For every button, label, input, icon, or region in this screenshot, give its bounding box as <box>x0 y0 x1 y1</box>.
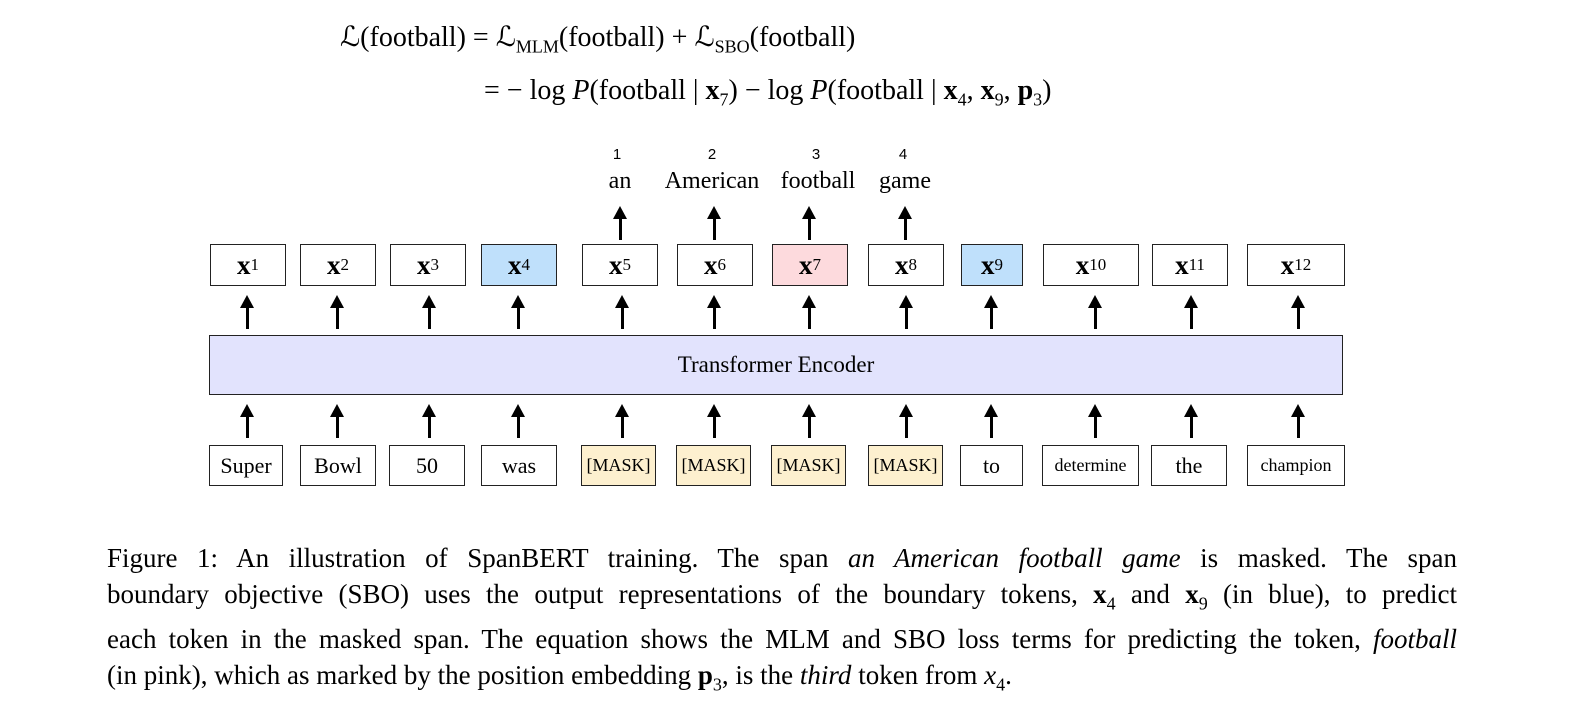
encoder-label: Transformer Encoder <box>677 352 875 377</box>
predicted-word-2: American <box>664 168 760 194</box>
mlm-subscript: MLM <box>515 36 559 57</box>
caption-line-3: each token in the masked span. The equat… <box>107 624 1457 655</box>
input-token-2: Bowl <box>300 445 376 486</box>
x4-subscript: 4 <box>957 89 967 110</box>
sbo-loss-arg: (football) <box>749 22 856 53</box>
prob-arg-2b: ) <box>1042 75 1052 106</box>
input-token-9: to <box>960 445 1023 486</box>
arrow-up-icon <box>899 404 913 438</box>
arrow-up-icon <box>707 295 721 329</box>
equals-sign: = <box>472 22 489 53</box>
arrow-up-icon <box>1088 404 1102 438</box>
input-token-12: champion <box>1247 445 1345 486</box>
input-token-1: Super <box>209 445 283 486</box>
caption-line-4: (in pink), which as marked by the positi… <box>107 660 1012 695</box>
arrow-up-icon <box>1184 404 1198 438</box>
x7-vector: x <box>705 75 720 106</box>
predicted-word-4: game <box>879 168 931 194</box>
prob-arg-1a: (football | <box>589 75 706 106</box>
arrow-up-icon <box>707 404 721 438</box>
x7-subscript: 7 <box>719 89 729 110</box>
arrow-up-icon <box>984 404 998 438</box>
input-token-10: determine <box>1042 445 1139 486</box>
sbo-loss-symbol: ℒ <box>694 22 715 53</box>
arrow-up-icon <box>422 404 436 438</box>
position-label-1: 1 <box>612 146 622 163</box>
equation-line-1: ℒ(football) = ℒMLM(football) + ℒSBO(foot… <box>340 20 855 58</box>
x9-subscript: 9 <box>994 89 1004 110</box>
equation-line-2: = − log P(football | x7) − log P(footbal… <box>484 75 1051 111</box>
input-token-11: the <box>1151 445 1227 486</box>
arrow-up-icon <box>422 295 436 329</box>
neg-log-1: − log <box>506 75 573 106</box>
figure-caption: Figure 1: An illustration of SpanBERT tr… <box>107 540 1457 703</box>
arrow-up-icon <box>984 295 998 329</box>
sbo-subscript: SBO <box>714 36 750 57</box>
prob-symbol-2: P <box>810 75 828 106</box>
arrow-up-icon <box>330 295 344 329</box>
arrow-up-icon <box>1291 404 1305 438</box>
mlm-loss-symbol: ℒ <box>495 22 516 53</box>
arrow-up-icon <box>1291 295 1305 329</box>
p3-subscript: 3 <box>1033 89 1043 110</box>
prob-arg-2a: (football | <box>827 75 944 106</box>
arrow-up-icon <box>802 404 816 438</box>
predicted-word-3: football <box>780 168 856 194</box>
comma-1: , <box>966 75 981 106</box>
x9-vector: x <box>980 75 995 106</box>
arrow-up-icon <box>330 404 344 438</box>
input-token-4: was <box>481 445 557 486</box>
comma-2: , <box>1003 75 1018 106</box>
masked-token-1: [MASK] <box>581 445 656 486</box>
arrow-up-icon <box>511 295 525 329</box>
arrow-up-icon <box>1184 295 1198 329</box>
p3-vector: p <box>1017 75 1034 106</box>
arrow-up-icon <box>240 404 254 438</box>
prob-arg-1b: ) − log <box>728 75 811 106</box>
loss-lhs: ℒ(football) <box>340 22 466 53</box>
arrow-up-icon <box>802 295 816 329</box>
arrow-up-icon <box>1088 295 1102 329</box>
arrow-up-icon <box>899 295 913 329</box>
caption-line-2: boundary objective (SBO) uses the output… <box>107 579 1457 614</box>
prob-symbol-1: P <box>572 75 590 106</box>
position-label-3: 3 <box>811 146 821 163</box>
position-label-2: 2 <box>707 146 717 163</box>
masked-token-4: [MASK] <box>868 445 943 486</box>
arrow-up-icon <box>613 206 627 240</box>
position-label-4: 4 <box>898 146 908 163</box>
masked-token-3: [MASK] <box>771 445 846 486</box>
input-token-3: 50 <box>389 445 465 486</box>
transformer-encoder: Transformer Encoder <box>209 335 1343 395</box>
arrow-up-icon <box>802 206 816 240</box>
arrow-up-icon <box>707 206 721 240</box>
x4-vector: x <box>943 75 958 106</box>
arrow-up-icon <box>240 295 254 329</box>
arrow-up-icon <box>511 404 525 438</box>
caption-line-1: Figure 1: An illustration of SpanBERT tr… <box>107 543 1458 573</box>
arrow-up-icon <box>615 404 629 438</box>
arrow-up-icon <box>898 206 912 240</box>
equals-sign-2: = <box>484 75 500 106</box>
arrow-up-icon <box>615 295 629 329</box>
mlm-loss-arg: (football) <box>558 22 665 53</box>
predicted-word-1: an <box>608 168 632 194</box>
plus-sign: + <box>671 22 688 53</box>
masked-token-2: [MASK] <box>676 445 751 486</box>
